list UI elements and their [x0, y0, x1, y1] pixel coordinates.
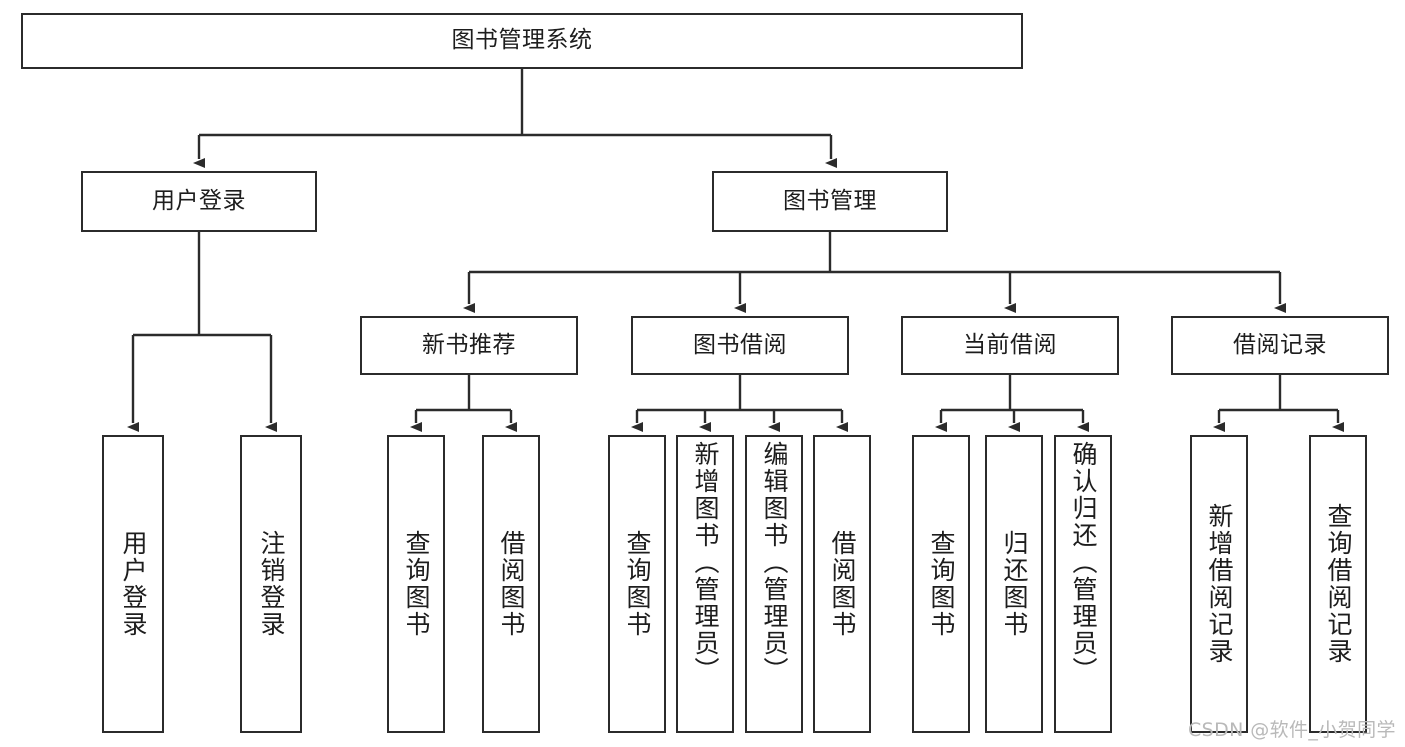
node-leaf-query-book-2-label: 查询图书 — [623, 530, 652, 638]
node-leaf-add-record-label: 新增借阅记录 — [1205, 503, 1234, 665]
node-leaf-confirm-return[interactable]: 确认归还（管理员） — [1054, 435, 1112, 733]
node-book-borrow-label: 图书借阅 — [693, 331, 787, 358]
node-leaf-borrow-book-1[interactable]: 借阅图书 — [482, 435, 540, 733]
node-root[interactable]: 图书管理系统 — [21, 13, 1023, 69]
node-new-book-recommend[interactable]: 新书推荐 — [360, 316, 578, 375]
node-leaf-logout[interactable]: 注销登录 — [240, 435, 302, 733]
node-leaf-add-record[interactable]: 新增借阅记录 — [1190, 435, 1248, 733]
node-leaf-add-book[interactable]: 新增图书（管理员） — [676, 435, 734, 733]
node-leaf-return-book[interactable]: 归还图书 — [985, 435, 1043, 733]
node-leaf-confirm-return-label: 确认归还（管理员） — [1069, 441, 1098, 684]
node-borrow-record[interactable]: 借阅记录 — [1171, 316, 1389, 375]
node-leaf-edit-book-label: 编辑图书（管理员） — [760, 441, 789, 684]
node-leaf-edit-book[interactable]: 编辑图书（管理员） — [745, 435, 803, 733]
node-current-borrow-label: 当前借阅 — [963, 331, 1057, 358]
node-book-borrow[interactable]: 图书借阅 — [631, 316, 849, 375]
node-root-label: 图书管理系统 — [451, 27, 593, 54]
node-leaf-add-book-label: 新增图书（管理员） — [691, 441, 720, 684]
node-leaf-user-login[interactable]: 用户登录 — [102, 435, 164, 733]
node-borrow-record-label: 借阅记录 — [1233, 331, 1327, 358]
node-leaf-query-book-2[interactable]: 查询图书 — [608, 435, 666, 733]
node-leaf-query-record-label: 查询借阅记录 — [1324, 503, 1353, 665]
node-leaf-query-book-1[interactable]: 查询图书 — [387, 435, 445, 733]
node-leaf-query-book-3-label: 查询图书 — [927, 530, 956, 638]
node-leaf-query-book-1-label: 查询图书 — [402, 530, 431, 638]
node-leaf-logout-label: 注销登录 — [257, 530, 286, 638]
node-leaf-query-book-3[interactable]: 查询图书 — [912, 435, 970, 733]
node-leaf-query-record[interactable]: 查询借阅记录 — [1309, 435, 1367, 733]
node-user-login[interactable]: 用户登录 — [81, 171, 317, 232]
node-leaf-user-login-label: 用户登录 — [119, 530, 148, 638]
node-book-manage-label: 图书管理 — [783, 187, 877, 214]
csdn-watermark: CSDN @软件_小贺同学 — [1188, 719, 1396, 741]
node-leaf-borrow-book-2-label: 借阅图书 — [828, 530, 857, 638]
node-new-book-recommend-label: 新书推荐 — [422, 331, 516, 358]
node-user-login-label: 用户登录 — [152, 187, 246, 214]
node-leaf-borrow-book-2[interactable]: 借阅图书 — [813, 435, 871, 733]
node-leaf-return-book-label: 归还图书 — [1000, 530, 1029, 638]
node-book-manage[interactable]: 图书管理 — [712, 171, 948, 232]
node-leaf-borrow-book-1-label: 借阅图书 — [497, 530, 526, 638]
node-current-borrow[interactable]: 当前借阅 — [901, 316, 1119, 375]
